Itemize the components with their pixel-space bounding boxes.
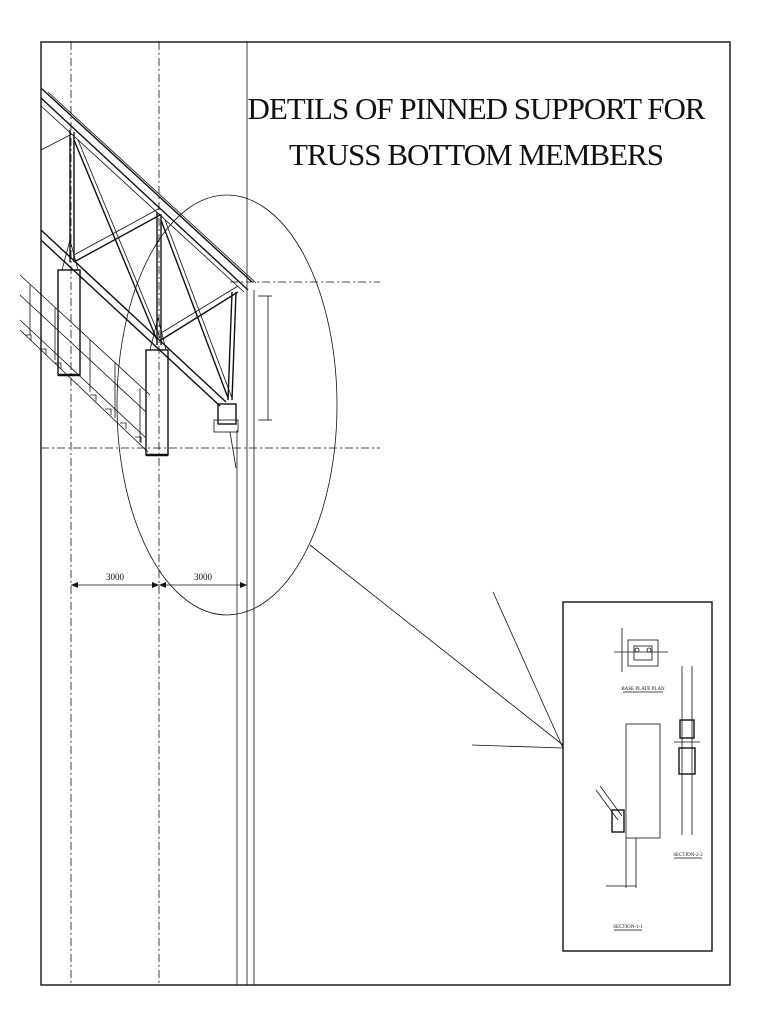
title-line-1: DETILS OF PINNED SUPPORT FOR — [247, 91, 705, 126]
leader-lines — [309, 544, 564, 749]
title-line-2: TRUSS BOTTOM MEMBERS — [289, 137, 663, 172]
base-plate-plan: BASE PLATE PLAN — [614, 628, 668, 693]
column-right — [145, 317, 169, 457]
height-dimension — [258, 295, 272, 421]
truss-top-chord — [40, 87, 257, 293]
sheet-border — [40, 41, 731, 986]
stair-railing — [19, 274, 151, 453]
pinned-support — [213, 403, 239, 469]
section-2-2-label: SECTION-2-2 — [673, 853, 703, 858]
grid-lines-vertical — [70, 42, 255, 985]
column-left — [57, 238, 81, 377]
span-dimensions: 3000 3000 — [71, 572, 247, 588]
base-plate-plan-label: BASE PLATE PLAN — [621, 687, 665, 692]
span-dimension-right: 3000 — [194, 572, 213, 582]
detail-box: BASE PLATE PLAN SECTION-2-2 SECTION-1-1 — [562, 601, 713, 952]
detail-callout-circle — [116, 194, 338, 616]
section-1-1: SECTION-1-1 — [595, 723, 661, 931]
section-1-1-label: SECTION-1-1 — [613, 925, 643, 930]
level-lines — [41, 281, 380, 449]
drawing-title: DETILS OF PINNED SUPPORT FOR TRUSS BOTTO… — [247, 91, 706, 172]
section-2-2: SECTION-2-2 — [673, 666, 703, 859]
truss-bottom-chord — [40, 229, 227, 407]
span-dimension-left: 3000 — [106, 572, 125, 582]
truss-web-members — [40, 130, 239, 401]
